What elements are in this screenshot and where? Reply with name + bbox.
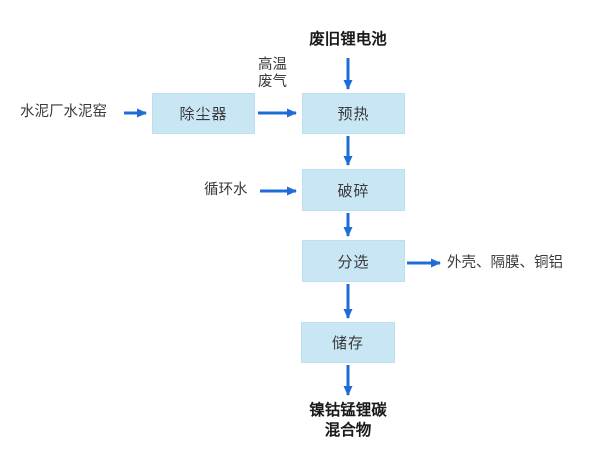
process-box-preheat: 预热 xyxy=(302,93,405,134)
label-sort-output: 外壳、隔膜、铜铝 xyxy=(447,255,563,271)
process-box-dust-remover: 除尘器 xyxy=(152,93,255,134)
label-hot-exhaust: 高温 废气 xyxy=(258,57,287,90)
process-box-store: 储存 xyxy=(301,322,395,363)
process-box-sort: 分选 xyxy=(302,240,405,282)
label-final-product: 镍钴锰锂碳 混合物 xyxy=(309,402,387,439)
label-kiln-source: 水泥厂水泥窑 xyxy=(20,104,107,120)
process-box-crush: 破碎 xyxy=(302,169,405,211)
label-battery-input: 废旧锂电池 xyxy=(309,31,387,48)
label-circulating-water: 循环水 xyxy=(204,182,248,198)
